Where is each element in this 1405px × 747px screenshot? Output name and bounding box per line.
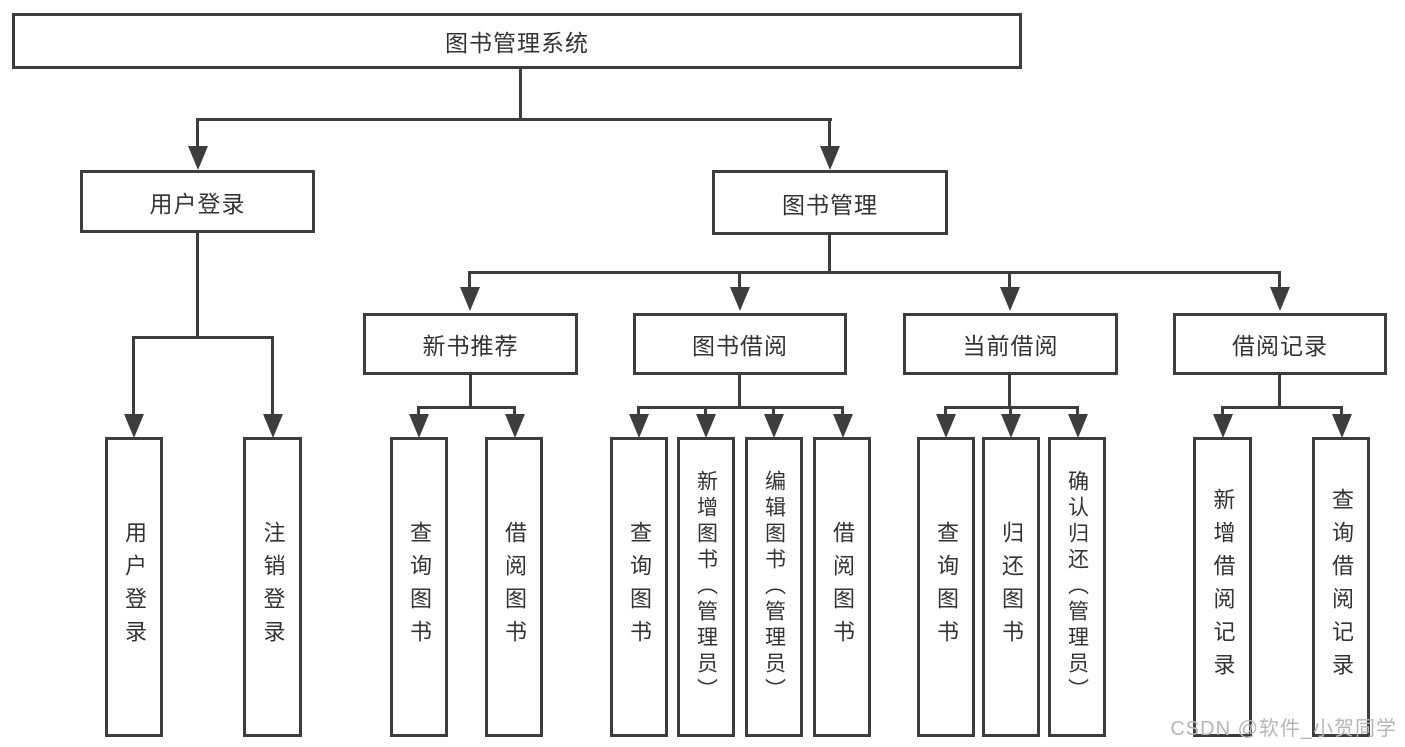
node-book-management: 图书管理 xyxy=(712,170,948,235)
arrowhead-to-book-borrow xyxy=(730,287,750,311)
node-new-book-recommend: 新书推荐 xyxy=(363,313,578,375)
node-user-login: 用户登录 xyxy=(80,170,315,233)
leaf-confirm-return-admin-label: 确认归还（管理员） xyxy=(1065,470,1089,704)
leaf-query-borrow-record: 查询借阅记录 xyxy=(1312,437,1370,737)
connector-borrow-horizontal xyxy=(637,406,844,409)
connector-recommend-drop-1 xyxy=(417,406,420,416)
connector-current-drop-2 xyxy=(1009,406,1012,416)
connector-current-stem xyxy=(1008,375,1011,409)
connector-borrow-drop-1 xyxy=(637,406,640,416)
leaf-current-query-book-label: 查询图书 xyxy=(934,521,959,653)
leaf-user-login-label: 用户登录 xyxy=(122,521,147,653)
leaf-logout: 注销登录 xyxy=(243,437,302,737)
connector-root-right-drop xyxy=(828,118,831,150)
arrowhead-borrow-4 xyxy=(833,414,853,438)
connector-recommend-drop-2 xyxy=(513,406,516,416)
node-book-borrow: 图书借阅 xyxy=(633,313,847,375)
node-library-system: 图书管理系统 xyxy=(12,13,1022,69)
arrowhead-recommend-1 xyxy=(409,414,429,438)
leaf-borrow-borrow-book: 借阅图书 xyxy=(813,437,871,737)
arrowhead-current-2 xyxy=(1001,414,1021,438)
node-book-borrow-label: 图书借阅 xyxy=(692,333,788,359)
connector-current-drop-3 xyxy=(1076,406,1079,416)
leaf-borrow-query-book-label: 查询图书 xyxy=(627,521,652,653)
arrowhead-current-1 xyxy=(936,414,956,438)
leaf-recommend-query-book-label: 查询图书 xyxy=(407,521,432,653)
leaf-current-query-book: 查询图书 xyxy=(917,437,975,737)
connector-login-horizontal xyxy=(132,336,274,339)
leaf-recommend-borrow-book-label: 借阅图书 xyxy=(502,521,527,653)
arrowhead-borrow-1 xyxy=(629,414,649,438)
connector-login-drop-2 xyxy=(271,336,274,416)
leaf-add-borrow-record: 新增借阅记录 xyxy=(1193,437,1252,737)
leaf-confirm-return-admin: 确认归还（管理员） xyxy=(1048,437,1106,737)
leaf-edit-book-admin: 编辑图书（管理员） xyxy=(745,437,803,737)
leaf-borrow-query-book: 查询图书 xyxy=(610,437,668,737)
node-user-login-label: 用户登录 xyxy=(149,190,246,217)
leaf-add-book-admin-label: 新增图书（管理员） xyxy=(694,470,718,704)
connector-mgmt-drop-1 xyxy=(468,271,471,289)
leaf-logout-label: 注销登录 xyxy=(260,521,286,653)
connector-root-left-drop xyxy=(196,118,199,150)
arrowhead-borrow-2 xyxy=(696,414,716,438)
arrowhead-current-3 xyxy=(1068,414,1088,438)
leaf-add-book-admin: 新增图书（管理员） xyxy=(677,437,735,737)
connector-borrow-drop-3 xyxy=(772,406,775,416)
arrowhead-to-leaf-user-login xyxy=(124,414,144,438)
connector-root-stem xyxy=(519,69,522,120)
arrowhead-borrow-3 xyxy=(764,414,784,438)
connector-mgmt-drop-3 xyxy=(1008,271,1011,289)
connector-login-stem xyxy=(196,233,199,339)
connector-current-drop-1 xyxy=(944,406,947,416)
leaf-recommend-query-book: 查询图书 xyxy=(390,437,448,737)
arrowhead-to-new-book xyxy=(460,287,480,311)
connector-borrow-drop-4 xyxy=(841,406,844,416)
leaf-recommend-borrow-book: 借阅图书 xyxy=(485,437,543,737)
leaf-borrow-borrow-book-label: 借阅图书 xyxy=(830,521,855,653)
node-current-borrow-label: 当前借阅 xyxy=(962,333,1059,359)
arrowhead-to-borrow-records xyxy=(1270,287,1290,311)
node-borrow-records: 借阅记录 xyxy=(1173,313,1387,375)
arrowhead-to-current-borrow xyxy=(1000,287,1020,311)
arrowhead-to-book-management xyxy=(820,146,840,170)
node-library-system-label: 图书管理系统 xyxy=(445,30,589,56)
leaf-query-borrow-record-label: 查询借阅记录 xyxy=(1329,488,1354,686)
leaf-add-borrow-record-label: 新增借阅记录 xyxy=(1210,488,1236,686)
connector-mgmt-horizontal xyxy=(468,271,1281,274)
arrowhead-recommend-2 xyxy=(505,414,525,438)
node-borrow-records-label: 借阅记录 xyxy=(1232,333,1328,359)
arrowhead-to-leaf-logout xyxy=(263,414,283,438)
connector-login-drop-1 xyxy=(132,336,135,416)
node-book-management-label: 图书管理 xyxy=(782,191,878,218)
connector-borrow-stem xyxy=(738,375,741,409)
connector-mgmt-drop-4 xyxy=(1278,271,1281,289)
connector-recommend-stem xyxy=(469,375,472,409)
connector-records-drop-2 xyxy=(1340,406,1343,416)
connector-records-horizontal xyxy=(1221,406,1343,409)
arrowhead-records-2 xyxy=(1332,414,1352,438)
arrowhead-records-1 xyxy=(1213,414,1233,438)
leaf-return-book: 归还图书 xyxy=(982,437,1040,737)
node-new-book-recommend-label: 新书推荐 xyxy=(422,333,519,359)
connector-recommend-horizontal xyxy=(417,406,516,409)
connector-borrow-drop-2 xyxy=(704,406,707,416)
arrowhead-to-user-login xyxy=(188,146,208,170)
connector-mgmt-stem xyxy=(828,235,831,274)
leaf-edit-book-admin-label: 编辑图书（管理员） xyxy=(762,470,786,704)
connector-mgmt-drop-2 xyxy=(738,271,741,289)
csdn-watermark: CSDN @软件_小贺同学 xyxy=(1170,718,1397,740)
leaf-user-login: 用户登录 xyxy=(105,437,163,737)
node-current-borrow: 当前借阅 xyxy=(903,313,1118,375)
connector-root-horizontal xyxy=(196,118,832,121)
connector-records-drop-1 xyxy=(1221,406,1224,416)
connector-records-stem xyxy=(1278,375,1281,409)
leaf-return-book-label: 归还图书 xyxy=(999,521,1024,653)
